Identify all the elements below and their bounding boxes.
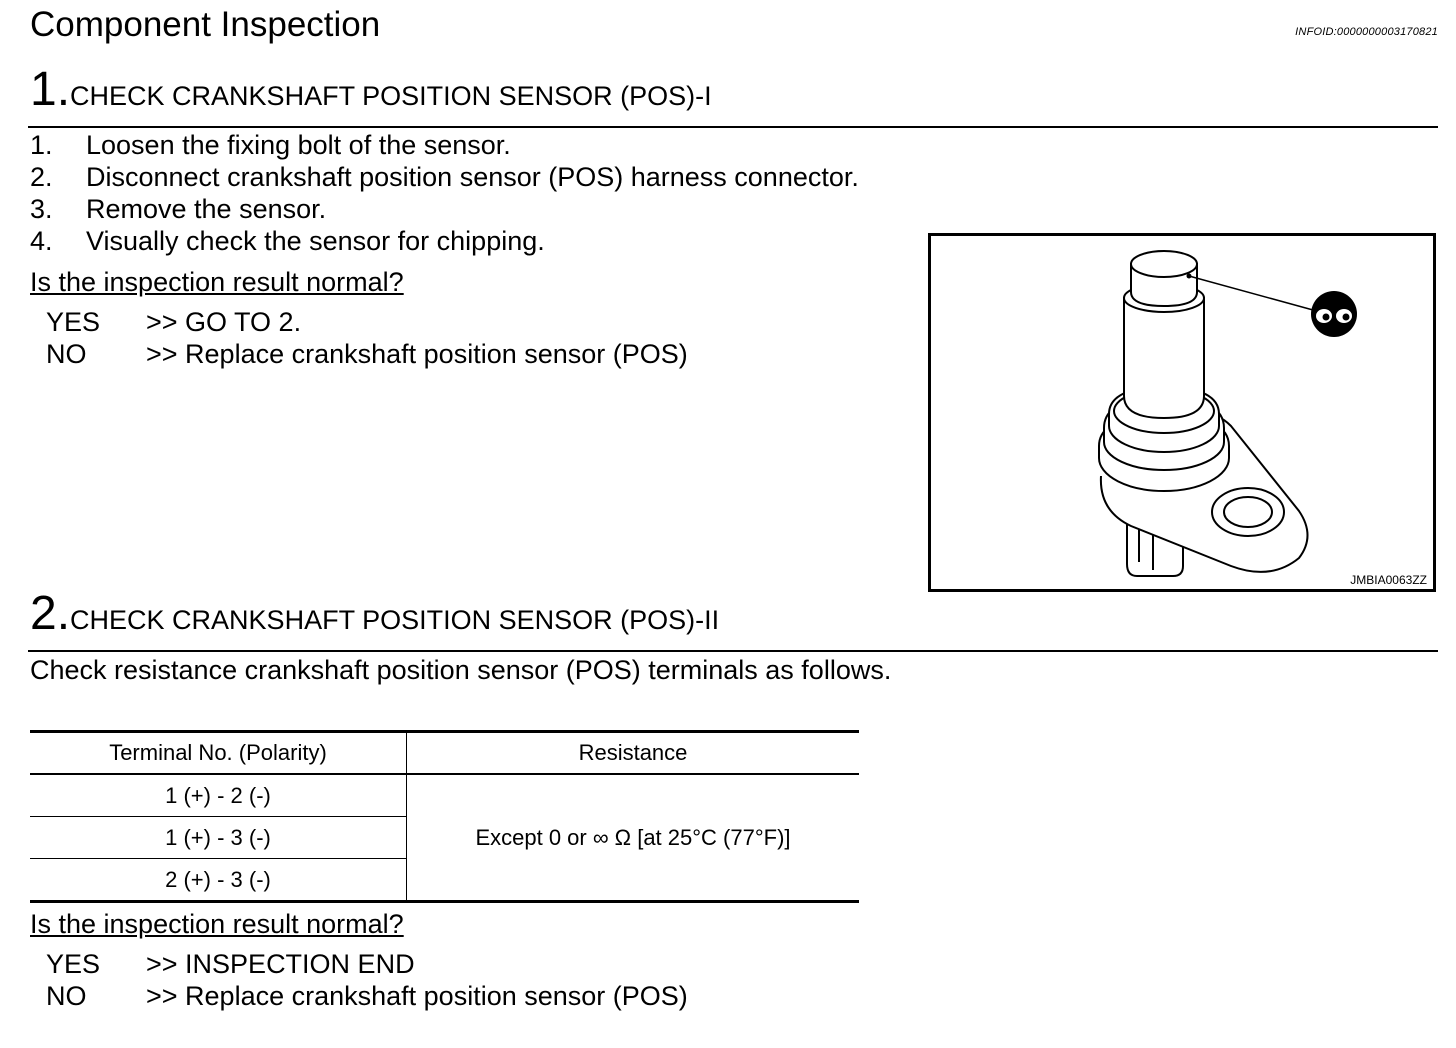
answer-key: YES — [46, 949, 101, 979]
list-item: 3. Remove the sensor. — [30, 193, 859, 225]
answer-text: >> Replace crankshaft position sensor (P… — [146, 981, 688, 1011]
step1-heading: 1.CHECK CRANKSHAFT POSITION SENSOR (POS)… — [30, 64, 712, 120]
figure-code: JMBIA0063ZZ — [1350, 573, 1427, 587]
terminal-cell: 1 (+) - 3 (-) — [30, 816, 407, 859]
step1-number: 1. — [30, 63, 71, 116]
step2-answers: YES >> INSPECTION END NO >> Replace cranks… — [46, 948, 688, 1012]
answer-no: NO >> Replace crankshaft position sensor … — [46, 338, 688, 370]
table-row: 1 (+) - 2 (-) Except 0 or ∞ Ω [at 25°C (… — [30, 774, 859, 903]
resistance-table: Terminal No. (Polarity) Resistance 1 (+)… — [30, 730, 859, 903]
list-item: 2. Disconnect crankshaft position sensor … — [30, 161, 859, 193]
step2-divider — [28, 650, 1438, 652]
table-row: 2 (+) - 3 (-) — [30, 858, 859, 903]
answer-yes: YES >> GO TO 2. — [46, 306, 688, 338]
sensor-figure: JMBIA0063ZZ — [928, 233, 1436, 592]
step1-answers: YES >> GO TO 2. NO >> Replace crankshaft p… — [46, 306, 688, 370]
item-number: 1. — [30, 130, 53, 160]
column-header: Terminal No. (Polarity) — [30, 730, 407, 775]
item-text: Remove the sensor. — [86, 194, 327, 224]
step1-divider — [28, 126, 1438, 128]
answer-text: >> GO TO 2. — [146, 307, 302, 337]
step2-instruction: Check resistance crankshaft position sen… — [30, 655, 892, 685]
list-item: 1. Loosen the fixing bolt of the sensor. — [30, 129, 859, 161]
step2-heading: 2.CHECK CRANKSHAFT POSITION SENSOR (POS)… — [30, 588, 719, 644]
step2-question: Is the inspection result normal? — [30, 909, 404, 939]
column-header: Resistance — [406, 730, 859, 775]
item-text: Disconnect crankshaft position sensor (P… — [86, 162, 859, 192]
answer-key: NO — [46, 981, 87, 1011]
answer-text: >> Replace crankshaft position sensor (P… — [146, 339, 688, 369]
item-number: 4. — [30, 226, 53, 256]
step1-title: CHECK CRANKSHAFT POSITION SENSOR (POS)-I — [70, 81, 712, 111]
resistance-cell: Except 0 or ∞ Ω [at 25°C (77°F)] — [406, 774, 859, 903]
answer-key: YES — [46, 307, 101, 337]
step2-title: CHECK CRANKSHAFT POSITION SENSOR (POS)-I… — [70, 605, 720, 635]
answer-yes: YES >> INSPECTION END — [46, 948, 688, 980]
terminal-cell: 2 (+) - 3 (-) — [30, 858, 407, 903]
item-number: 3. — [30, 194, 53, 224]
answer-key: NO — [46, 339, 87, 369]
page-title: Component Inspection — [30, 5, 381, 44]
terminal-cell: 1 (+) - 2 (-) — [30, 774, 407, 817]
item-text: Visually check the sensor for chipping. — [86, 226, 545, 256]
crankshaft-sensor-illustration — [1098, 250, 1357, 577]
answer-no: NO >> Replace crankshaft position sensor … — [46, 980, 688, 1012]
item-number: 2. — [30, 162, 53, 192]
list-item: 4. Visually check the sensor for chipping… — [30, 225, 859, 257]
item-text: Loosen the fixing bolt of the sensor. — [86, 130, 511, 160]
step1-procedure-list: 1.Loosen the fixing bolt of the sensor. … — [30, 129, 859, 257]
info-id: INFOID:0000000003170821 — [1295, 26, 1438, 38]
answer-text: >> INSPECTION END — [146, 949, 415, 979]
table-row: 1 (+) - 3 (-) — [30, 816, 859, 859]
visual-check-icon — [1311, 291, 1357, 337]
step2-number: 2. — [30, 587, 71, 640]
table-header-row: Terminal No. (Polarity) Resistance — [30, 730, 859, 775]
step1-question: Is the inspection result normal? — [30, 267, 404, 297]
